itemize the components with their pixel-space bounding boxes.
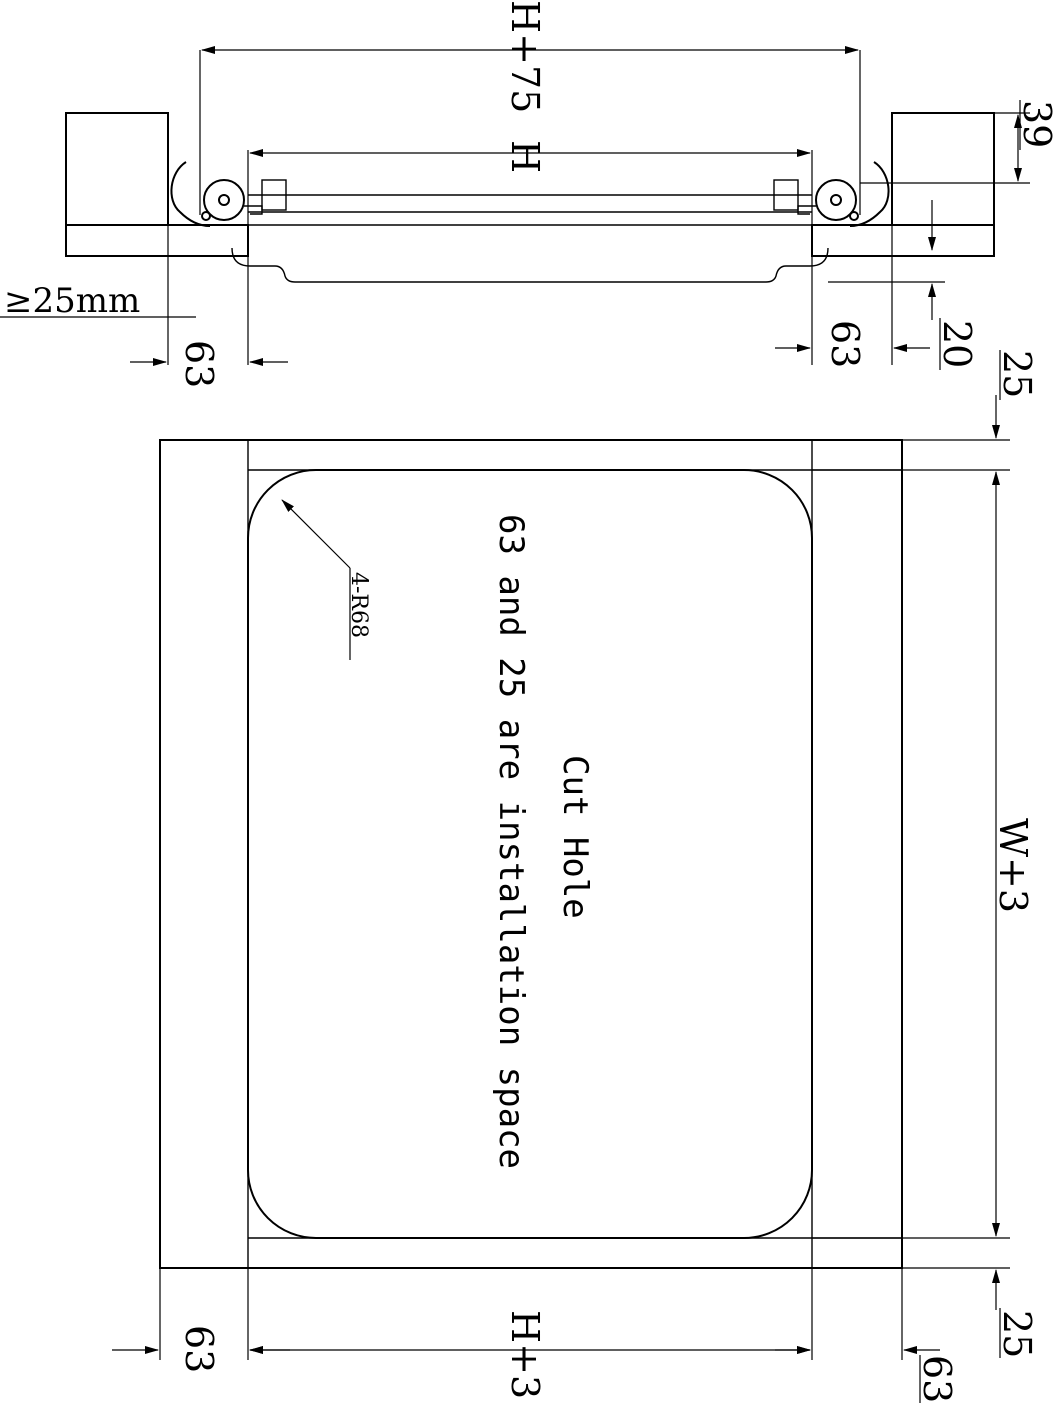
dim-width: W+3 <box>812 469 1035 1239</box>
dim-39: 39 <box>860 100 1059 184</box>
dim-63-left-label: 63 <box>177 1325 221 1373</box>
dim-25-top: 25 <box>902 350 1039 441</box>
dim-left-63: 63 ≥25mm <box>0 225 288 388</box>
dim-63-left: 63 <box>112 1325 290 1373</box>
dim-height: H+3 <box>159 1268 903 1399</box>
dim-63-right-label: 63 <box>915 1355 959 1403</box>
dim-20-label: 20 <box>935 320 979 368</box>
dim-25-bottom: 25 <box>902 1267 1039 1358</box>
cut-hole-title: Cut Hole <box>555 755 595 919</box>
dim-63-right: 63 <box>775 1346 959 1403</box>
frame-outer <box>159 439 903 1269</box>
left-wall-block <box>65 112 249 257</box>
dim-25-top-label: 25 <box>995 350 1039 398</box>
radius-leader: 4-R68 <box>281 499 371 660</box>
front-view: 4-R68 Cut Hole 63 and 25 are installatio… <box>112 350 1039 1403</box>
dim-overall: H+75 <box>199 0 861 215</box>
radius-label: 4-R68 <box>346 572 371 638</box>
dim-width-label: W+3 <box>991 818 1035 913</box>
dim-inner: H <box>247 140 813 365</box>
dim-25-bottom-label: 25 <box>995 1310 1039 1358</box>
door-panel <box>231 194 829 283</box>
left-hinge <box>170 161 287 227</box>
right-hinge <box>773 161 890 227</box>
dim-inner-label: H <box>503 140 547 173</box>
dim-overall-label: H+75 <box>503 0 547 113</box>
section-view: H+75 H 63 ≥25mm 63 <box>0 0 1059 388</box>
cut-hole-note: 63 and 25 are installation space <box>491 514 531 1169</box>
dim-39-label: 39 <box>1015 100 1059 148</box>
dim-right-63: 63 <box>775 225 930 368</box>
dim-min-gap-label: ≥25mm <box>4 281 140 321</box>
dim-height-label: H+3 <box>503 1310 547 1399</box>
dim-right-63-label: 63 <box>823 320 867 368</box>
dim-left-63-label: 63 <box>177 340 221 388</box>
right-wall-block <box>811 112 995 257</box>
cut-hole <box>247 469 813 1239</box>
dim-20: 20 <box>828 200 979 370</box>
